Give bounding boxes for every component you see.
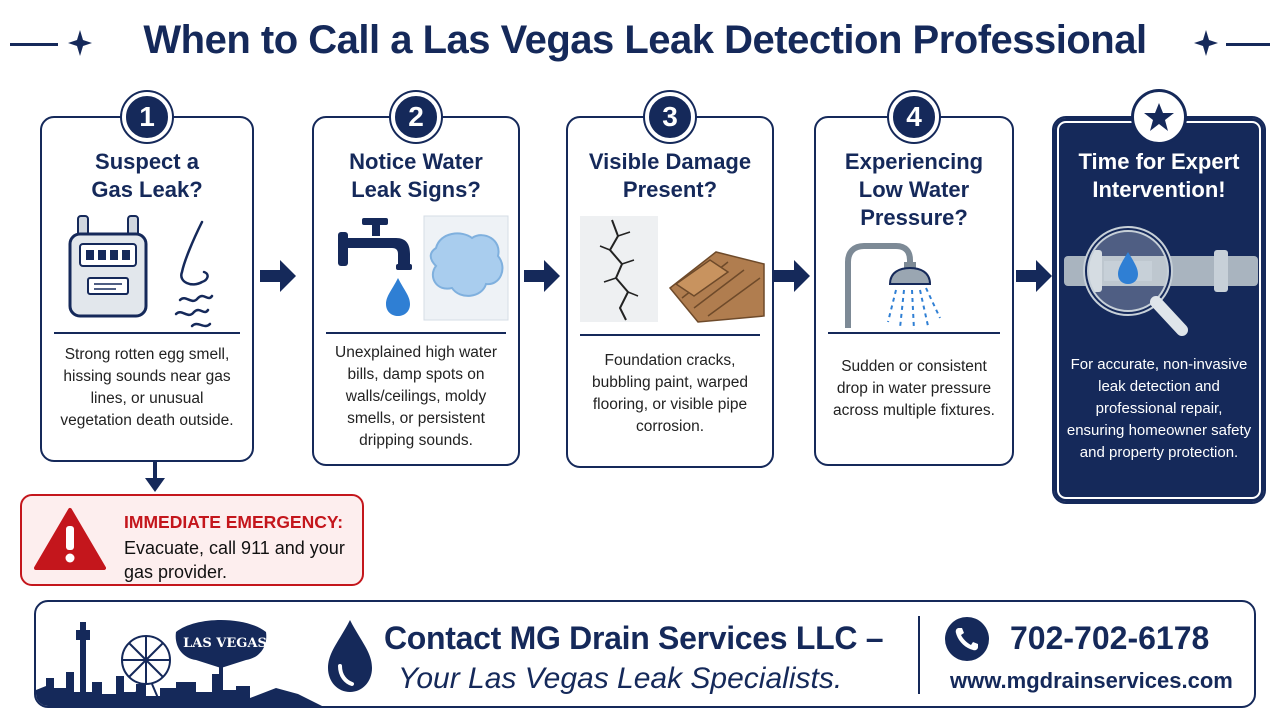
sparkle-icon <box>1194 30 1218 56</box>
contact-subtitle: Your Las Vegas Leak Specialists. <box>398 662 843 695</box>
title-rule-left <box>10 43 58 46</box>
warped-floor-icon <box>668 251 765 323</box>
step-illustration <box>826 242 1002 338</box>
arrow-right-icon <box>522 256 562 296</box>
arrow-right-icon <box>258 256 298 296</box>
magnifier-pipe-icon <box>1064 226 1258 336</box>
wall-stain-icon <box>423 215 509 321</box>
step-card-low-pressure: 4 Experiencing Low Water Pressure? Sudde… <box>814 92 1014 466</box>
warning-icon <box>34 508 106 570</box>
step-heading: Notice Water Leak Signs? <box>349 149 483 202</box>
step-card-visible-damage: 3 Visible Damage Present? Foundation cra… <box>566 92 774 468</box>
nose-smell-icon <box>174 220 214 328</box>
step-number-badge: 2 <box>391 92 441 142</box>
card-divider <box>54 332 240 334</box>
shower-head-icon <box>845 243 941 331</box>
emergency-alert: IMMEDIATE EMERGENCY: Evacuate, call 911 … <box>20 494 364 586</box>
card-divider <box>828 332 1000 334</box>
emergency-text: Evacuate, call 911 and your gas provider… <box>124 538 345 582</box>
water-drop-icon <box>386 278 410 316</box>
phone-number-link[interactable]: 702-702-6178 <box>1010 620 1210 656</box>
step-illustration <box>1064 216 1258 342</box>
step-heading: Experiencing Low Water Pressure? <box>844 149 984 230</box>
water-drop-icon <box>328 620 372 692</box>
step-description: Unexplained high water bills, damp spots… <box>335 344 497 449</box>
step-description: Foundation cracks, bubbling paint, warpe… <box>592 352 748 435</box>
contact-title: Contact MG Drain Services LLC – <box>384 620 884 656</box>
arrow-right-icon <box>1014 256 1054 296</box>
step-description: For accurate, non-invasive leak detectio… <box>1066 356 1252 461</box>
star-icon <box>1144 103 1174 131</box>
title-rule-right <box>1226 43 1270 46</box>
page-title: When to Call a Las Vegas Leak Detection … <box>143 18 1147 62</box>
title-row: When to Call a Las Vegas Leak Detection … <box>0 14 1280 70</box>
arrow-down-icon <box>145 460 165 492</box>
step-heading: Suspect a Gas Leak? <box>91 149 203 202</box>
step-description: Sudden or consistent drop in water press… <box>833 358 995 419</box>
step-number-badge: 4 <box>889 92 939 142</box>
phone-icon <box>945 617 989 661</box>
step-number-badge: 3 <box>645 92 695 142</box>
gas-meter-icon <box>68 215 148 318</box>
sign-text: LAS VEGAS <box>183 636 267 651</box>
step-card-expert: Time for Expert Intervention! For accura… <box>1052 92 1266 504</box>
contact-footer: LAS VEGAS Contact MG Drain Services LLC … <box>34 600 1256 708</box>
step-illustration <box>324 212 509 332</box>
wall-crack-icon <box>580 216 658 322</box>
sparkle-icon <box>68 30 92 56</box>
step-heading: Time for Expert Intervention! <box>1078 149 1240 202</box>
skyline-icon <box>36 620 322 706</box>
footer-divider <box>918 616 920 694</box>
step-description: Strong rotten egg smell, hissing sounds … <box>60 346 234 429</box>
step-card-water-leak: 2 Notice Water Leak Signs? Unexplained h… <box>312 92 520 466</box>
website-link[interactable]: www.mgdrainservices.com <box>950 668 1233 693</box>
card-divider <box>580 334 760 336</box>
card-divider <box>326 332 506 334</box>
faucet-icon <box>338 218 412 270</box>
emergency-title: IMMEDIATE EMERGENCY: <box>124 512 344 532</box>
step-number-badge: 1 <box>122 92 172 142</box>
step-heading: Visible Damage Present? <box>588 149 752 202</box>
step-illustration <box>578 212 765 332</box>
step-card-gas-leak: 1 Suspect a Gas Leak? <box>40 92 254 462</box>
star-badge <box>1134 92 1184 142</box>
step-illustration <box>52 212 242 332</box>
arrow-right-icon <box>772 256 812 296</box>
